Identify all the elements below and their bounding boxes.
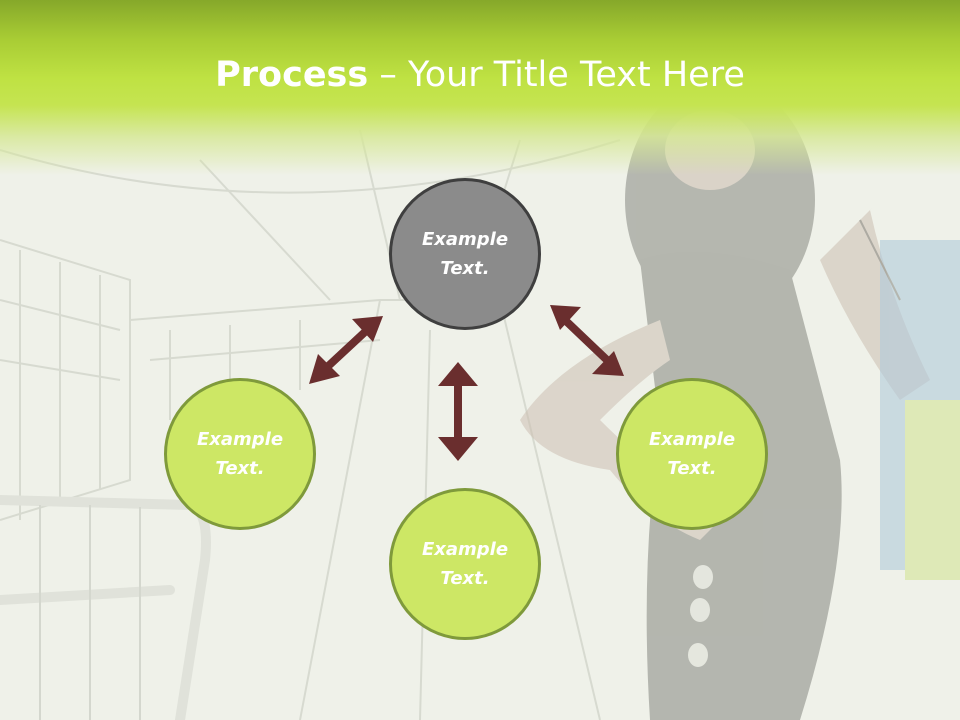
node-right-text: Example Text. — [648, 429, 736, 479]
node-right: Example Text. — [616, 378, 768, 530]
node-left: Example Text. — [164, 378, 316, 530]
double-headed-arrow-icon — [438, 362, 478, 461]
title-rest: – Your Title Text Here — [368, 55, 745, 95]
node-left-text: Example Text. — [196, 429, 284, 479]
double-headed-arrow-icon — [309, 316, 383, 384]
title-bold: Process — [215, 55, 369, 95]
node-bottom: Example Text. — [389, 488, 541, 640]
double-headed-arrow-icon — [550, 305, 624, 376]
node-bottom-text: Example Text. — [421, 539, 509, 589]
node-top-text: Example Text. — [421, 229, 509, 279]
node-top: Example Text. — [389, 178, 541, 330]
title-band — [0, 0, 960, 175]
slide-title: Process – Your Title Text Here — [0, 52, 960, 98]
